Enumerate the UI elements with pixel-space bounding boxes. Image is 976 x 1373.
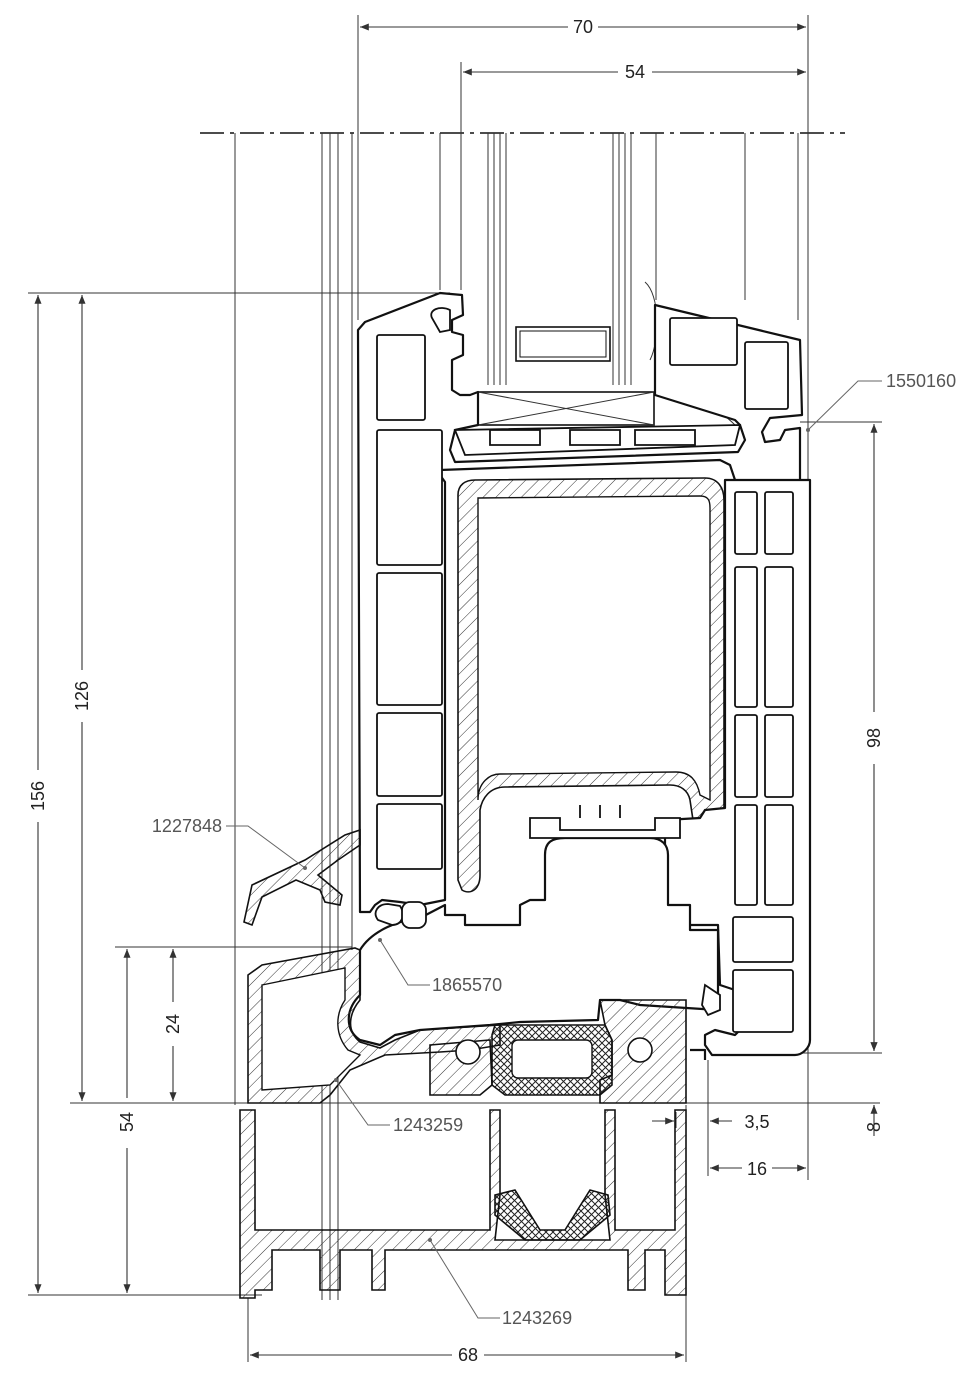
dim-24-label: 24: [163, 1014, 183, 1034]
dimension-68: 68: [250, 1345, 684, 1365]
dim-54-top-label: 54: [625, 62, 645, 82]
dim-16-label: 16: [747, 1159, 767, 1179]
dimension-98: 98: [864, 424, 884, 1051]
spacer-bar: [515, 326, 611, 362]
dim-8-label: 8: [864, 1122, 884, 1132]
part-1865570-label: 1865570: [432, 975, 502, 995]
glazing-unit: [439, 133, 746, 426]
dimension-54-top: 54: [463, 62, 806, 82]
sash-profile: [356, 291, 804, 914]
dimension-24: 24: [163, 949, 183, 1101]
frame-profile: [347, 478, 812, 1060]
dimension-54-left: 54: [117, 949, 137, 1293]
dimension-70: 70: [360, 17, 806, 37]
dim-68-label: 68: [458, 1345, 478, 1365]
part-1550160-label: 1550160: [886, 371, 956, 391]
dim-3-5-label: 3,5: [744, 1112, 769, 1132]
dim-54-left-label: 54: [117, 1112, 137, 1132]
thermal-insert: [491, 1024, 613, 1241]
base-profile-1243269: [239, 1109, 687, 1299]
dimension-16: 16: [710, 1159, 806, 1179]
dim-126-label: 126: [72, 681, 92, 711]
part-1243269-label: 1243269: [502, 1308, 572, 1328]
part-1243259-label: 1243259: [393, 1115, 463, 1135]
dimension-3-5: 3,5: [652, 1112, 770, 1132]
weather-profile-1227848: [243, 828, 361, 927]
dim-98-label: 98: [864, 728, 884, 748]
part-1227848-label: 1227848: [152, 816, 222, 836]
steel-reinforcement: [457, 477, 725, 897]
dim-70-label: 70: [573, 17, 593, 37]
sill-profile-1243259: [247, 947, 687, 1104]
dimension-126: 126: [72, 295, 92, 1101]
dimension-156: 156: [28, 295, 48, 1293]
dim-156-label: 156: [28, 781, 48, 811]
dimension-8: 8: [864, 1020, 884, 1136]
leader-lines: [226, 380, 882, 1319]
